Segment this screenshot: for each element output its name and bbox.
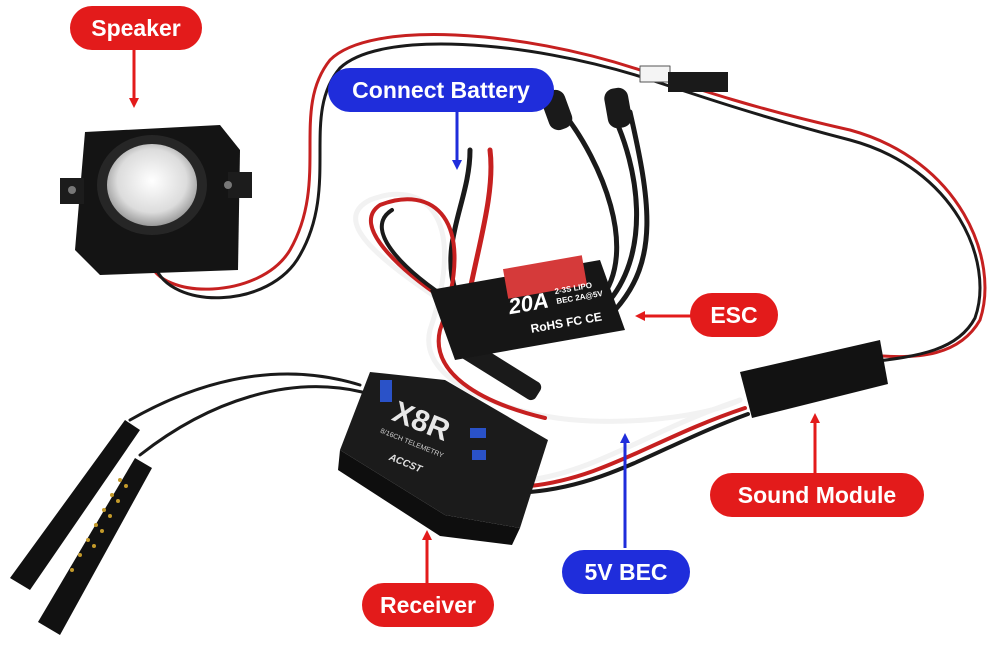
speaker-unit bbox=[60, 125, 252, 275]
motor-lead-3 bbox=[612, 109, 650, 313]
motor-lead-2 bbox=[607, 109, 640, 303]
antenna-wire-1 bbox=[128, 372, 362, 422]
battery-lead-red bbox=[467, 147, 494, 293]
pointer-arrows bbox=[129, 50, 820, 583]
esc-signal-red bbox=[368, 197, 547, 420]
battery-lead-black bbox=[448, 147, 473, 293]
label-esc: ESC bbox=[690, 293, 778, 337]
bec-wire-black bbox=[528, 412, 750, 494]
bec-wire-red bbox=[528, 406, 747, 488]
label-speaker: Speaker bbox=[70, 6, 202, 50]
speaker-plug bbox=[668, 72, 728, 92]
sound-module-unit bbox=[740, 340, 888, 418]
antennas bbox=[10, 420, 152, 635]
label-connect-battery: Connect Battery bbox=[328, 68, 554, 112]
motor-lead-1 bbox=[562, 112, 620, 303]
antenna-wire-2 bbox=[138, 385, 364, 457]
speaker-wire-black bbox=[153, 42, 982, 364]
esc-unit bbox=[430, 255, 625, 360]
receiver-unit bbox=[338, 372, 548, 545]
label-receiver: Receiver bbox=[362, 583, 494, 627]
bec-wire-white bbox=[527, 397, 743, 483]
speaker-connector bbox=[639, 65, 671, 83]
label-sound-module: Sound Module bbox=[710, 473, 924, 517]
wires bbox=[128, 33, 987, 494]
speaker-wire-red bbox=[148, 33, 987, 359]
esc-signal-white bbox=[353, 191, 743, 424]
label-5v-bec: 5V BEC bbox=[562, 550, 690, 594]
motor-bullet-2 bbox=[604, 87, 632, 129]
